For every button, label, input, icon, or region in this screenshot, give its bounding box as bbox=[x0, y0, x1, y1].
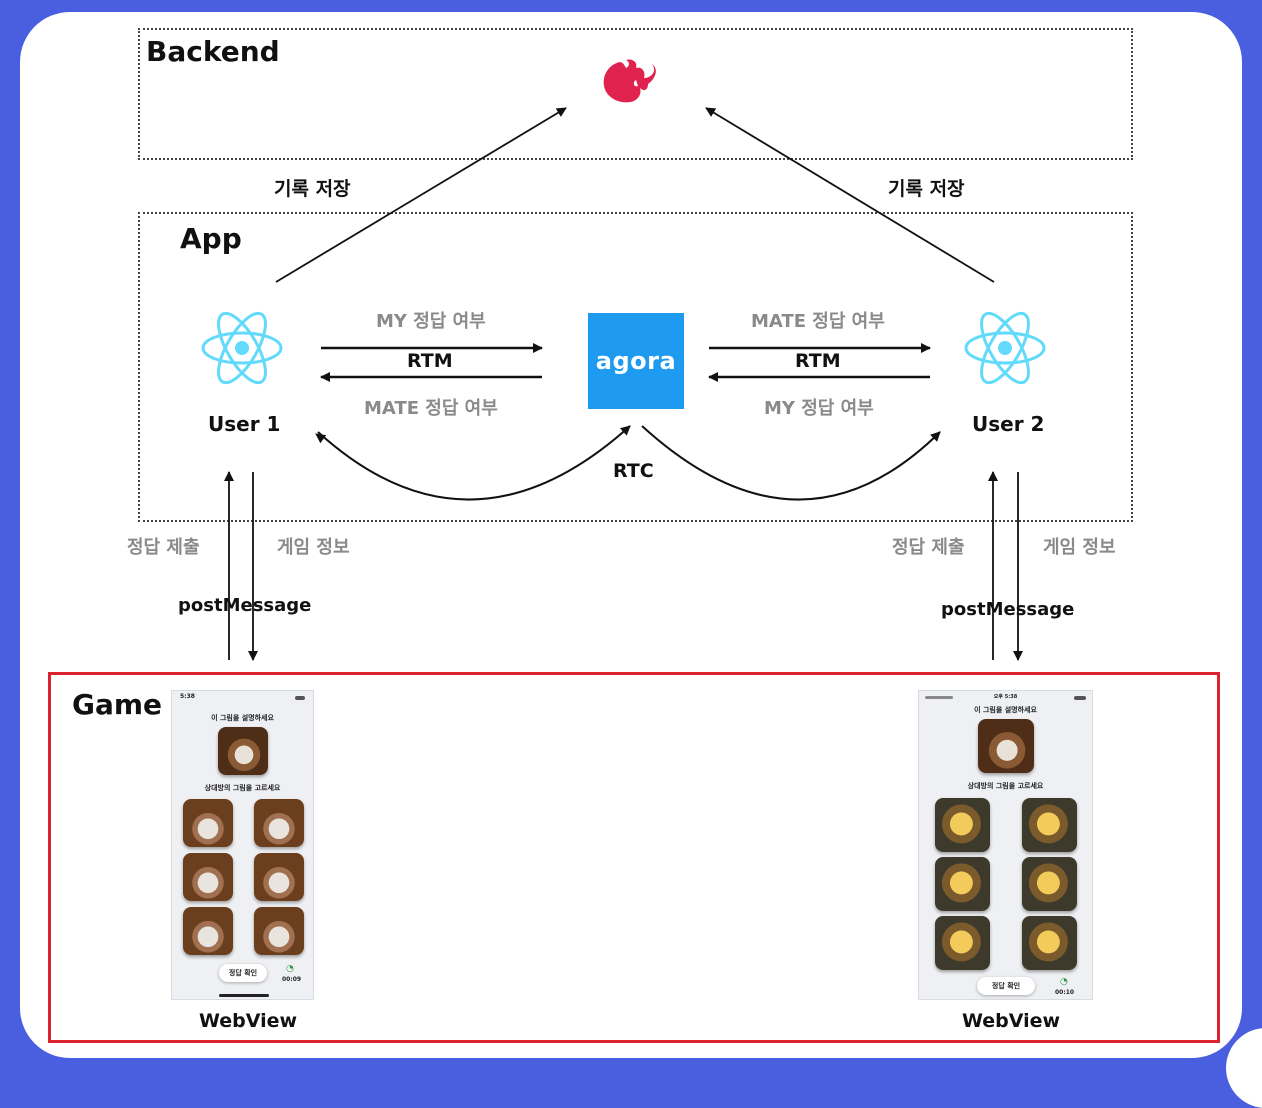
timer-value: 00:10 bbox=[1055, 989, 1075, 996]
rtm-left: RTM bbox=[407, 350, 453, 372]
webview-label-right: WebView bbox=[962, 1010, 1061, 1032]
rtc-curve-left-start bbox=[315, 433, 327, 444]
phone-choose: 상대방의 그림을 고르세요 bbox=[967, 782, 1044, 790]
choice-image bbox=[1022, 857, 1077, 911]
rtc-curve-left bbox=[317, 425, 631, 501]
react-atom-icon-user1 bbox=[201, 311, 283, 385]
agora-logo: agora bbox=[588, 313, 684, 409]
my-answer-top: MY 정답 여부 bbox=[376, 311, 486, 332]
choice-image bbox=[254, 907, 304, 955]
app-box bbox=[138, 212, 1133, 522]
rtc-curve-right bbox=[641, 425, 941, 501]
webview-label-left: WebView bbox=[199, 1010, 298, 1032]
react-atom-icon-user2 bbox=[964, 311, 1046, 385]
backend-box bbox=[138, 28, 1133, 160]
status-time: 5:38 bbox=[180, 693, 195, 700]
arrow-user2-to-backend bbox=[705, 107, 995, 283]
user1-label: User 1 bbox=[208, 412, 281, 436]
prompt-image bbox=[978, 719, 1034, 773]
game-title: Game bbox=[72, 688, 163, 721]
status-bar: 5:38 bbox=[172, 693, 313, 702]
save-record-left: 기록 저장 bbox=[274, 178, 351, 200]
mate-answer-top: MATE 정답 여부 bbox=[751, 311, 885, 332]
battery-icon bbox=[295, 696, 305, 700]
choice-image bbox=[254, 853, 304, 901]
status-time: 오후 5:38 bbox=[993, 694, 1018, 700]
game-box bbox=[48, 672, 1220, 1043]
phone-choose: 상대방의 그림을 고르세요 bbox=[204, 784, 281, 792]
carrier-indicator bbox=[925, 696, 953, 699]
phone-prompt: 이 그림을 설명하세요 bbox=[211, 714, 274, 722]
check-answer-button: 정답 확인 bbox=[219, 964, 267, 982]
mate-answer-bottom: MATE 정답 여부 bbox=[364, 398, 498, 419]
choice-image bbox=[935, 798, 990, 852]
my-answer-bottom: MY 정답 여부 bbox=[764, 398, 874, 419]
submit-answer-left: 정답 제출 bbox=[127, 537, 200, 558]
choice-image bbox=[183, 853, 233, 901]
timer-value: 00:09 bbox=[282, 976, 302, 983]
game-info-right: 게임 정보 bbox=[1043, 537, 1116, 558]
choice-image bbox=[183, 799, 233, 847]
choice-image bbox=[1022, 916, 1077, 970]
postmessage-right: postMessage bbox=[941, 599, 1075, 620]
timer-icon: ◔ bbox=[1060, 977, 1068, 987]
choice-image bbox=[935, 857, 990, 911]
user2-label: User 2 bbox=[972, 412, 1045, 436]
timer-icon: ◔ bbox=[286, 964, 294, 974]
status-bar: 오후 5:38 bbox=[919, 694, 1092, 702]
save-record-right: 기록 저장 bbox=[888, 178, 965, 200]
battery-icon bbox=[1074, 696, 1086, 700]
webview-phone-left: 5:38 이 그림을 설명하세요 상대방의 그림을 고르세요 정답 확인 ◔ 0… bbox=[171, 690, 314, 1000]
home-indicator bbox=[219, 994, 269, 997]
webview-phone-right: 오후 5:38 이 그림을 설명하세요 상대방의 그림을 고르세요 정답 확인 … bbox=[918, 690, 1093, 1000]
arrow-user1-to-backend bbox=[275, 107, 567, 283]
choice-image bbox=[183, 907, 233, 955]
choice-image bbox=[1022, 798, 1077, 852]
connection-arrows bbox=[201, 59, 1046, 661]
game-info-left: 게임 정보 bbox=[277, 537, 350, 558]
rtc-label: RTC bbox=[613, 460, 654, 482]
submit-answer-right: 정답 제출 bbox=[892, 537, 965, 558]
agora-logo-text: agora bbox=[595, 347, 677, 375]
choice-image bbox=[935, 916, 990, 970]
rtm-right: RTM bbox=[795, 350, 841, 372]
nestjs-logo-icon bbox=[603, 59, 656, 103]
backend-title: Backend bbox=[146, 35, 280, 68]
phone-prompt: 이 그림을 설명하세요 bbox=[974, 706, 1037, 714]
choice-image bbox=[254, 799, 304, 847]
app-title: App bbox=[180, 222, 242, 255]
prompt-image bbox=[218, 727, 268, 775]
check-answer-button: 정답 확인 bbox=[977, 977, 1035, 995]
postmessage-left: postMessage bbox=[178, 595, 312, 616]
